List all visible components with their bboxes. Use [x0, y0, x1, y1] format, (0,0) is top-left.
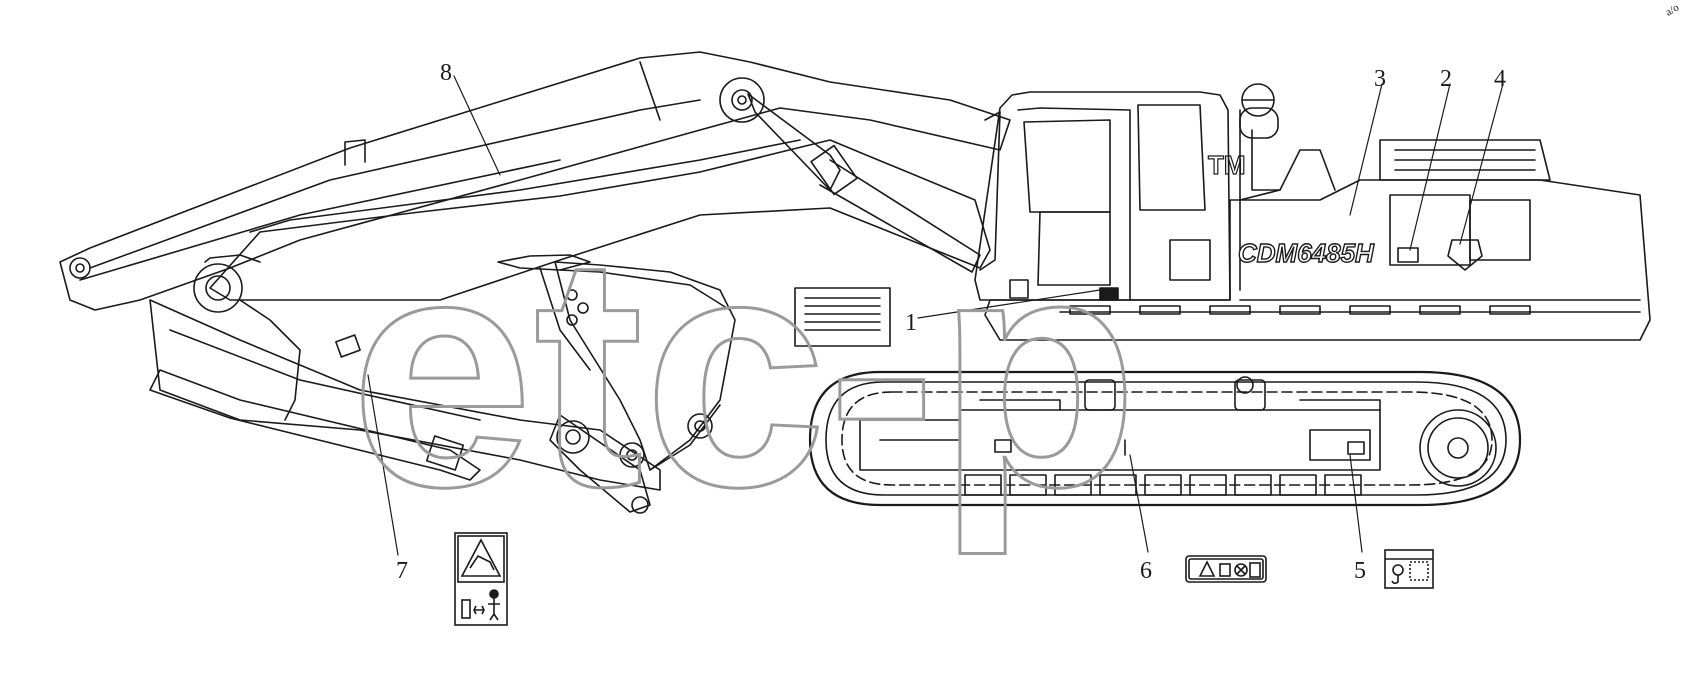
placard-lines [804, 297, 881, 331]
boom-cylinder [747, 93, 981, 273]
watermark: etc-p [350, 186, 1138, 557]
callout-5: 5 [1354, 558, 1366, 584]
decal-cab-plate [1099, 287, 1119, 301]
bucket-linkage [549, 413, 713, 514]
person-icon [489, 589, 499, 599]
arm-hose [239, 299, 301, 421]
boom [193, 77, 991, 313]
crush-hazard-icon [460, 538, 502, 577]
callout-4: 4 [1494, 66, 1506, 92]
model-label: CDM6485H [1238, 238, 1375, 268]
callout-leaders [367, 75, 1504, 556]
upper-structure [984, 83, 1651, 341]
boom-hose [204, 254, 261, 263]
arm-cylinder [149, 369, 481, 481]
callout-3: 3 [1374, 66, 1386, 92]
callout-1: 1 [905, 310, 917, 336]
track-assembly [808, 370, 1522, 507]
prohibition-icon [1234, 563, 1248, 577]
corner-mark: a/o [1664, 1, 1682, 18]
arm-stick [59, 51, 1011, 311]
hook-icon [1392, 564, 1404, 576]
callout-numbers: 8 7 1 3 2 4 6 5 [396, 60, 1506, 584]
callout-6: 6 [1140, 558, 1152, 584]
lower-arm [149, 299, 661, 491]
decal-lifting [1384, 549, 1434, 589]
decal-boom-placard [794, 287, 891, 347]
warning-triangle-icon [1198, 560, 1216, 577]
decal-body-plate [1397, 247, 1419, 263]
operator-cab [974, 91, 1241, 301]
callout-2: 2 [1440, 66, 1452, 92]
counterweight-vents [1069, 305, 1531, 315]
bucket [497, 254, 736, 471]
track-rollers [964, 474, 1362, 496]
shield-emblem [1447, 239, 1483, 271]
callout-8: 8 [440, 60, 452, 86]
decal-boom-warning [454, 532, 508, 626]
decal-arm-small [335, 334, 361, 358]
trademark-label: TM [1208, 150, 1246, 180]
decal-track-warning [1185, 555, 1267, 583]
callout-7: 7 [396, 558, 408, 584]
